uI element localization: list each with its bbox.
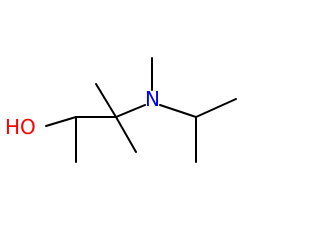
bond-group (45, 57, 237, 163)
bond-c3-n (115, 104, 146, 118)
nitrogen-label: N (145, 87, 160, 111)
bond-n-ch (159, 104, 197, 118)
bond-o-c2 (45, 116, 77, 127)
bond-c3-methyl-upper (95, 83, 117, 118)
hydroxyl-label: HO (5, 115, 36, 139)
bond-c3-methyl-lower (115, 116, 137, 153)
bond-ch-methyl-upper (195, 98, 237, 118)
chemical-structure-diagram: HO N (0, 0, 250, 250)
canvas-background (0, 0, 250, 250)
